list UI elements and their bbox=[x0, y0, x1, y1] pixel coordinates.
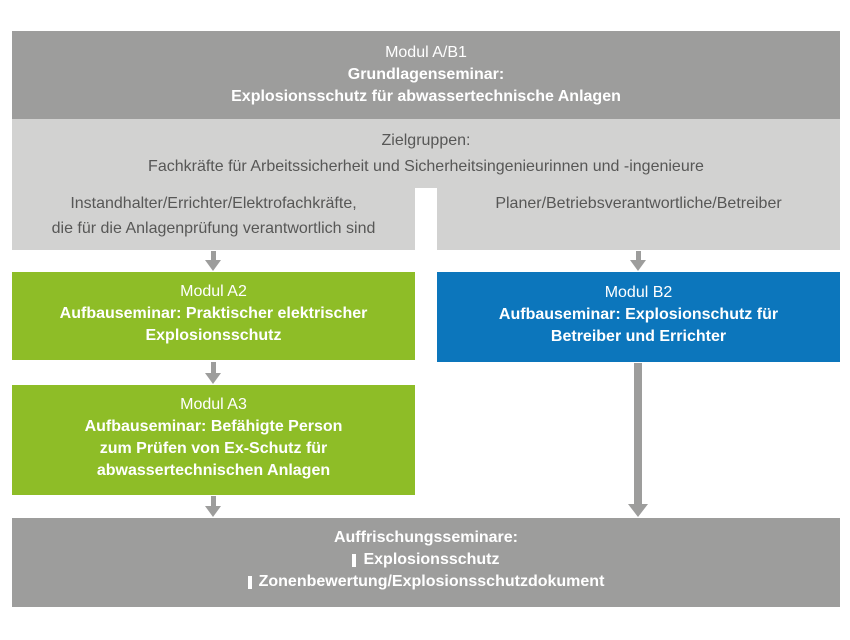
arrow-shaft bbox=[210, 496, 216, 506]
module-ab1-box: Modul A/B1 Grundlagenseminar: Explosions… bbox=[12, 31, 840, 119]
module-a3-title: Modul A3 bbox=[180, 396, 247, 413]
arrow-shaft bbox=[210, 251, 216, 260]
target-groups-title: Zielgruppen: bbox=[381, 132, 471, 149]
module-ab1-subtitle: Grundlagenseminar: bbox=[347, 66, 505, 83]
module-b2-line2: Aufbauseminar: Explosionschutz für bbox=[498, 306, 779, 323]
arrow-head bbox=[205, 373, 221, 384]
refresher-item: Zonenbewertung/Explosionsschutzdokument bbox=[12, 571, 840, 593]
bullet-bar-icon bbox=[352, 553, 357, 567]
bullet-bar-icon bbox=[247, 575, 252, 589]
module-a3-line4: abwassertechnischen Anlagen bbox=[96, 462, 331, 479]
module-b2-box: Modul B2 Aufbauseminar: Explosionschutz … bbox=[437, 272, 840, 362]
arrow-head bbox=[205, 260, 221, 271]
arrow-shaft bbox=[634, 363, 642, 504]
refresher-title: Auffrischungsseminare: bbox=[333, 529, 519, 546]
branch-left-line1: Instandhalter/Errichter/Elektrofachkräft… bbox=[70, 195, 357, 212]
arrow-shaft bbox=[210, 362, 216, 373]
refresher-item: Explosionsschutz bbox=[12, 549, 840, 571]
arrow-down-icon bbox=[630, 251, 646, 271]
module-ab1-description: Explosionsschutz für abwassertechnische … bbox=[231, 88, 621, 105]
arrow-down-long-icon bbox=[628, 363, 648, 517]
branch-left-line2: die für die Anlagenprüfung verantwortlic… bbox=[51, 220, 376, 237]
module-a2-line3: Explosionsschutz bbox=[145, 327, 282, 344]
branch-left-box: Instandhalter/Errichter/Elektrofachkräft… bbox=[12, 188, 415, 250]
module-a3-line3: zum Prüfen von Ex-Schutz für bbox=[99, 440, 328, 457]
module-b2-title: Modul B2 bbox=[604, 284, 673, 301]
arrow-head bbox=[205, 506, 221, 517]
module-a2-box: Modul A2 Aufbauseminar: Praktischer elek… bbox=[12, 272, 415, 360]
module-a3-line2: Aufbauseminar: Befähigte Person bbox=[84, 418, 343, 435]
arrow-down-icon bbox=[205, 251, 221, 271]
module-a3-box: Modul A3 Aufbauseminar: Befähigte Person… bbox=[12, 385, 415, 495]
refresher-item-label: Explosionsschutz bbox=[363, 551, 500, 568]
arrow-head bbox=[630, 260, 646, 271]
refresher-item-label: Zonenbewertung/Explosionsschutzdokument bbox=[258, 573, 605, 590]
arrow-down-icon bbox=[205, 496, 221, 517]
branch-right-box: Planer/Betriebsverantwortliche/Betreiber bbox=[437, 188, 840, 250]
module-ab1-title: Modul A/B1 bbox=[385, 44, 467, 61]
arrow-shaft bbox=[635, 251, 641, 260]
module-a2-title: Modul A2 bbox=[180, 283, 247, 300]
target-groups-box: Zielgruppen: Fachkräfte für Arbeitssiche… bbox=[12, 119, 840, 188]
refresher-box: Auffrischungsseminare: Explosionsschutz … bbox=[12, 518, 840, 607]
module-b2-line3: Betreiber und Errichter bbox=[550, 328, 727, 345]
module-a2-line2: Aufbauseminar: Praktischer elektrischer bbox=[59, 305, 368, 322]
arrow-down-icon bbox=[205, 362, 221, 384]
arrow-head bbox=[628, 504, 648, 517]
target-groups-description: Fachkräfte für Arbeitssicherheit und Sic… bbox=[148, 158, 704, 175]
branch-right-line1: Planer/Betriebsverantwortliche/Betreiber bbox=[495, 195, 782, 212]
